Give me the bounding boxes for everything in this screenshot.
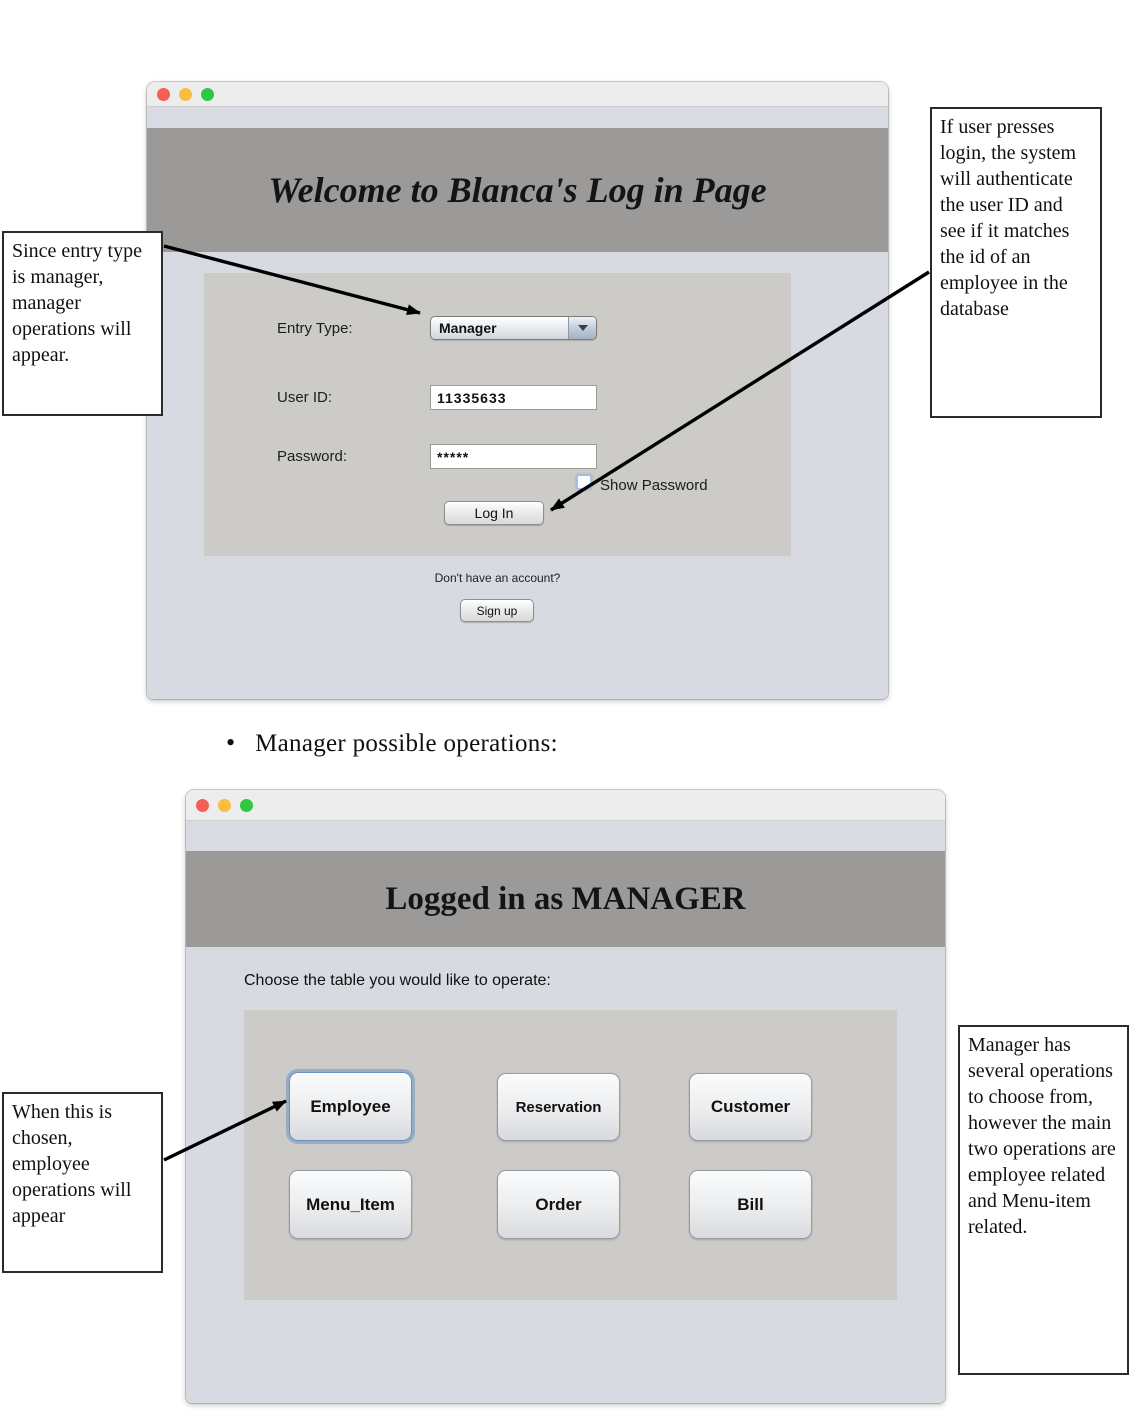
manager-header-strip [186, 820, 945, 851]
reservation-button[interactable]: Reservation [497, 1073, 620, 1141]
password-label: Password: [277, 448, 348, 465]
bullet-icon: • [226, 728, 236, 757]
dropdown-arrow-icon [568, 317, 596, 339]
login-window: Welcome to Blanca's Log in Page Entry Ty… [147, 82, 888, 699]
entry-type-selected-value: Manager [439, 320, 497, 336]
callout-login: If user presses login, the system will a… [930, 107, 1102, 418]
bill-button[interactable]: Bill [689, 1170, 812, 1239]
login-title-banner: Welcome to Blanca's Log in Page [147, 128, 888, 252]
customer-button[interactable]: Customer [689, 1073, 812, 1141]
manager-title-banner: Logged in as MANAGER [186, 851, 945, 947]
login-page-title: Welcome to Blanca's Log in Page [268, 170, 767, 210]
zoom-traffic-light-icon[interactable] [240, 799, 253, 812]
employee-button[interactable]: Employee [289, 1072, 412, 1141]
entry-type-label: Entry Type: [277, 320, 353, 337]
close-traffic-light-icon[interactable] [157, 88, 170, 101]
table-buttons-panel: Employee Reservation Customer Menu_Item … [244, 1010, 897, 1300]
bullet-line: • Manager possible operations: [226, 728, 558, 758]
show-password-checkbox[interactable] [576, 474, 592, 490]
password-input[interactable] [430, 444, 597, 469]
sign-up-button[interactable]: Sign up [460, 599, 534, 622]
manager-page-title: Logged in as MANAGER [385, 880, 746, 917]
entry-type-dropdown[interactable]: Manager [430, 316, 597, 340]
callout-manager-operations: Manager has several operations to choose… [958, 1025, 1129, 1375]
signup-prompt: Don't have an account? [434, 571, 561, 585]
login-header-strip [147, 106, 888, 128]
choose-table-prompt: Choose the table you would like to opera… [244, 972, 551, 989]
manager-titlebar [186, 790, 945, 821]
login-titlebar [147, 82, 888, 107]
zoom-traffic-light-icon[interactable] [201, 88, 214, 101]
callout-employee: When this is chosen, employee operations… [2, 1092, 163, 1273]
manager-window: Logged in as MANAGER Choose the table yo… [186, 790, 945, 1403]
minimize-traffic-light-icon[interactable] [179, 88, 192, 101]
log-in-button[interactable]: Log In [444, 501, 544, 525]
order-button[interactable]: Order [497, 1170, 620, 1239]
callout-entry-type: Since entry type is manager, manager ope… [2, 231, 163, 416]
show-password-label: Show Password [600, 477, 708, 494]
user-id-input[interactable] [430, 385, 597, 410]
minimize-traffic-light-icon[interactable] [218, 799, 231, 812]
bullet-text: Manager possible operations: [255, 730, 558, 757]
close-traffic-light-icon[interactable] [196, 799, 209, 812]
user-id-label: User ID: [277, 389, 333, 406]
menu-item-button[interactable]: Menu_Item [289, 1170, 412, 1239]
